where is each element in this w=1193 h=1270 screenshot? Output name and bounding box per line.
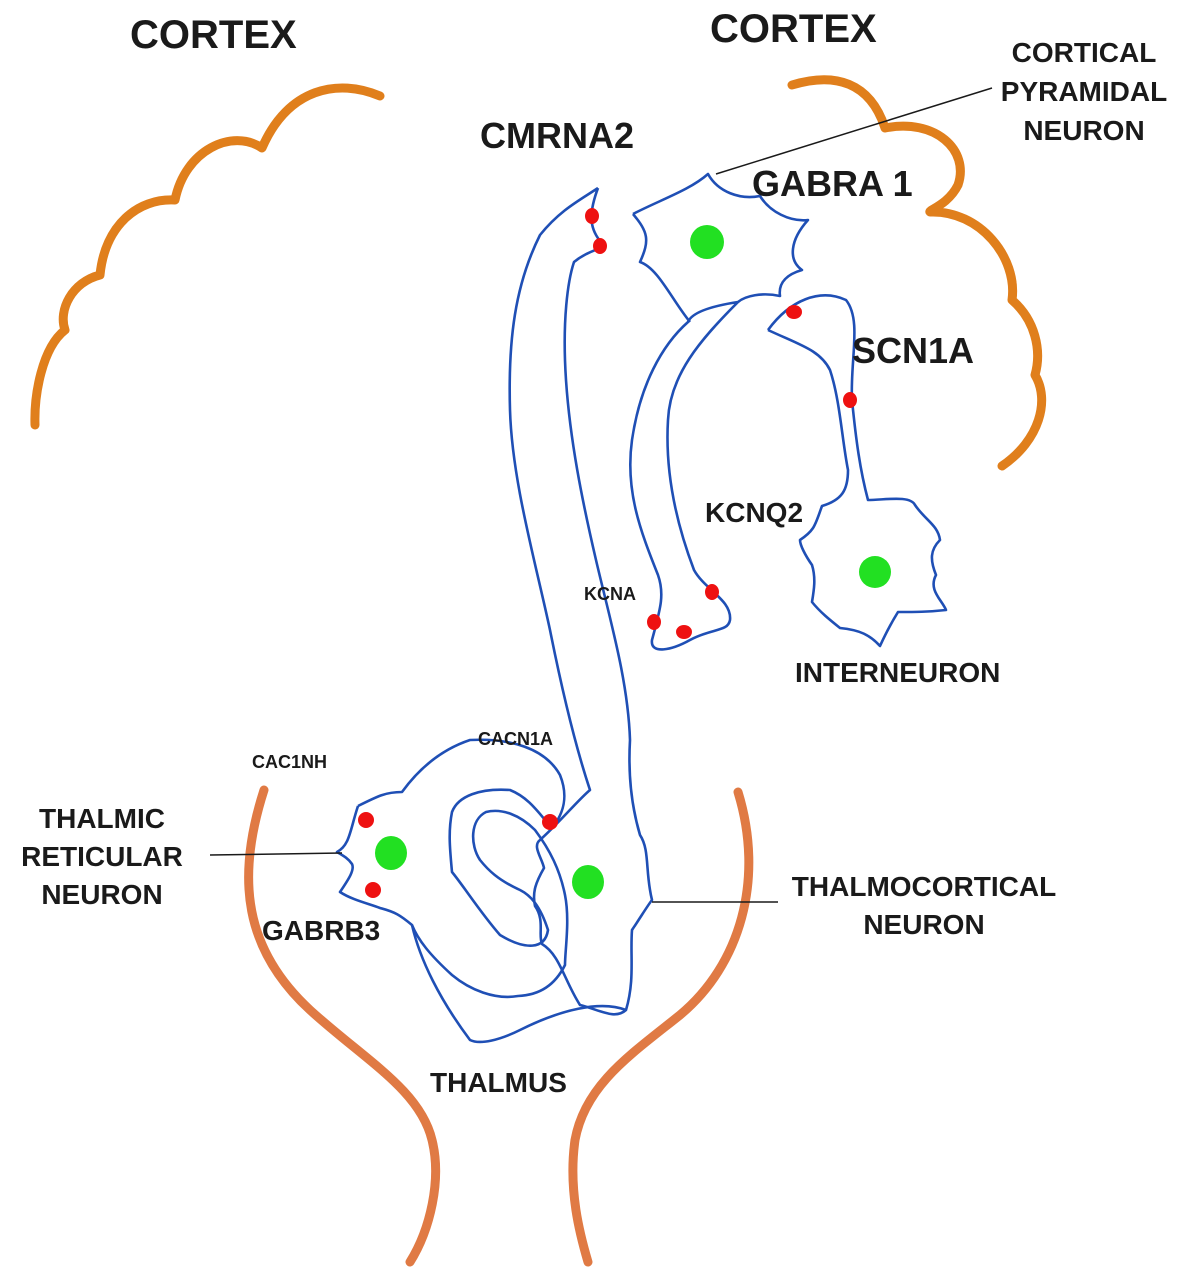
label-cacn1a: CACN1A xyxy=(478,729,553,749)
pyramidal-nucleus xyxy=(690,225,724,259)
label-thalamic-reticular-2: RETICULAR xyxy=(21,841,183,872)
label-kcnq2: KCNQ2 xyxy=(705,497,803,528)
thalamus-right-outline xyxy=(573,792,749,1262)
label-cmrna2: CMRNA2 xyxy=(480,115,634,156)
channel-cacn1a xyxy=(542,814,558,830)
leader-thalamic-reticular xyxy=(210,853,342,855)
channel-scn1a-mid xyxy=(843,392,857,408)
thalamic-reticular-neuron xyxy=(337,740,567,997)
label-thalamic-reticular-1: THALMIC xyxy=(39,803,165,834)
label-thalamic-reticular-3: NEURON xyxy=(41,879,162,910)
channel-cac1nh xyxy=(358,812,374,828)
label-kcna: KCNA xyxy=(584,584,636,604)
label-interneuron: INTERNEURON xyxy=(795,657,1000,688)
label-cortical-pyramidal-2: PYRAMIDAL xyxy=(1001,76,1167,107)
leader-cortical-pyramidal xyxy=(716,88,992,174)
interneuron-nucleus xyxy=(859,556,891,588)
label-gabra1: GABRA 1 xyxy=(752,163,913,204)
thalamocortical-nucleus xyxy=(572,865,604,899)
channel-kcna-3 xyxy=(676,625,692,639)
cortex-right-outline xyxy=(792,80,1042,466)
channel-kcna-1 xyxy=(705,584,719,600)
label-cac1nh: CAC1NH xyxy=(252,752,327,772)
channel-cmrna2-top xyxy=(585,208,599,224)
label-gabrb3: GABRB3 xyxy=(262,915,380,946)
label-cortex-left: CORTEX xyxy=(130,13,297,57)
channel-scn1a-top xyxy=(786,305,802,319)
label-scn1a: SCN1A xyxy=(852,330,974,371)
label-cortical-pyramidal-1: CORTICAL xyxy=(1012,37,1157,68)
cortex-left-outline xyxy=(35,88,380,425)
channel-gabrb3 xyxy=(365,882,381,898)
channel-cmrna2-bottom xyxy=(593,238,607,254)
reticular-nucleus xyxy=(375,836,407,870)
label-thalmocortical-1: THALMOCORTICAL xyxy=(792,871,1056,902)
label-thalmus: THALMUS xyxy=(430,1067,567,1098)
label-thalmocortical-2: NEURON xyxy=(863,909,984,940)
label-cortical-pyramidal-3: NEURON xyxy=(1023,115,1144,146)
thalamus-left-outline xyxy=(249,790,436,1262)
pyramidal-soma-left-edge xyxy=(633,214,690,322)
channel-kcna-2 xyxy=(647,614,661,630)
label-cortex-right: CORTEX xyxy=(710,7,877,51)
